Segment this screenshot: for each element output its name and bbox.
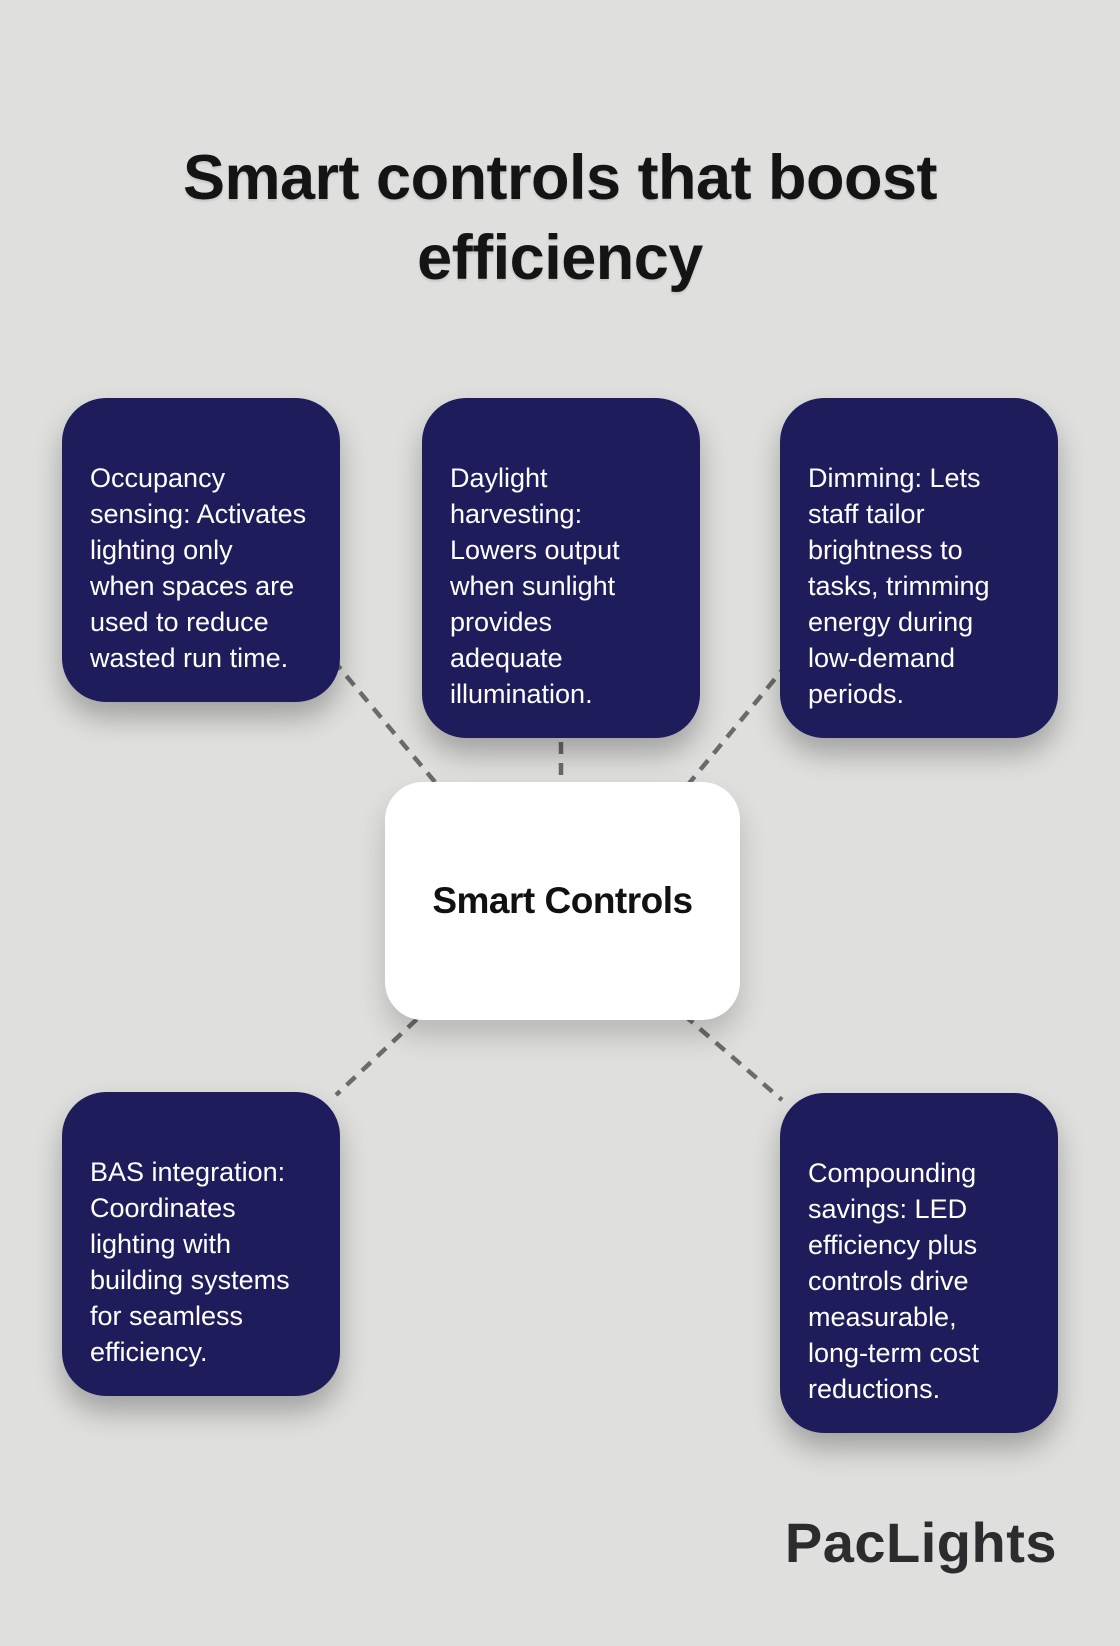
- node-compounding-savings: Compounding savings: LED efficiency plus…: [780, 1093, 1058, 1433]
- center-node: Smart Controls: [385, 782, 740, 1020]
- connector-center-to-compounding: [682, 1013, 784, 1102]
- node-dimming-text: Dimming: Lets staff tailor brightness to…: [808, 463, 990, 709]
- node-bas-integration: BAS integration: Coordinates lighting wi…: [62, 1092, 340, 1396]
- page-title: Smart controls that boost efficiency: [182, 143, 938, 294]
- node-occupancy-sensing-text: Occupancy sensing: Activates lighting on…: [90, 463, 307, 673]
- node-occupancy-sensing: Occupancy sensing: Activates lighting on…: [62, 398, 340, 702]
- paclights-logo: PacLights: [784, 1511, 1057, 1574]
- center-node-label: Smart Controls: [432, 880, 693, 921]
- node-bas-integration-text: BAS integration: Coordinates lighting wi…: [90, 1157, 290, 1367]
- connector-occupancy-to-center: [331, 658, 442, 790]
- node-daylight-harvesting: Daylight harvesting: Lowers output when …: [422, 398, 700, 738]
- connector-center-to-bas: [334, 1003, 434, 1097]
- node-compounding-savings-text: Compounding savings: LED efficiency plus…: [808, 1158, 980, 1404]
- node-daylight-harvesting-text: Daylight harvesting: Lowers output when …: [450, 463, 620, 709]
- connector-dimming-to-center: [680, 661, 790, 794]
- node-dimming: Dimming: Lets staff tailor brightness to…: [780, 398, 1058, 738]
